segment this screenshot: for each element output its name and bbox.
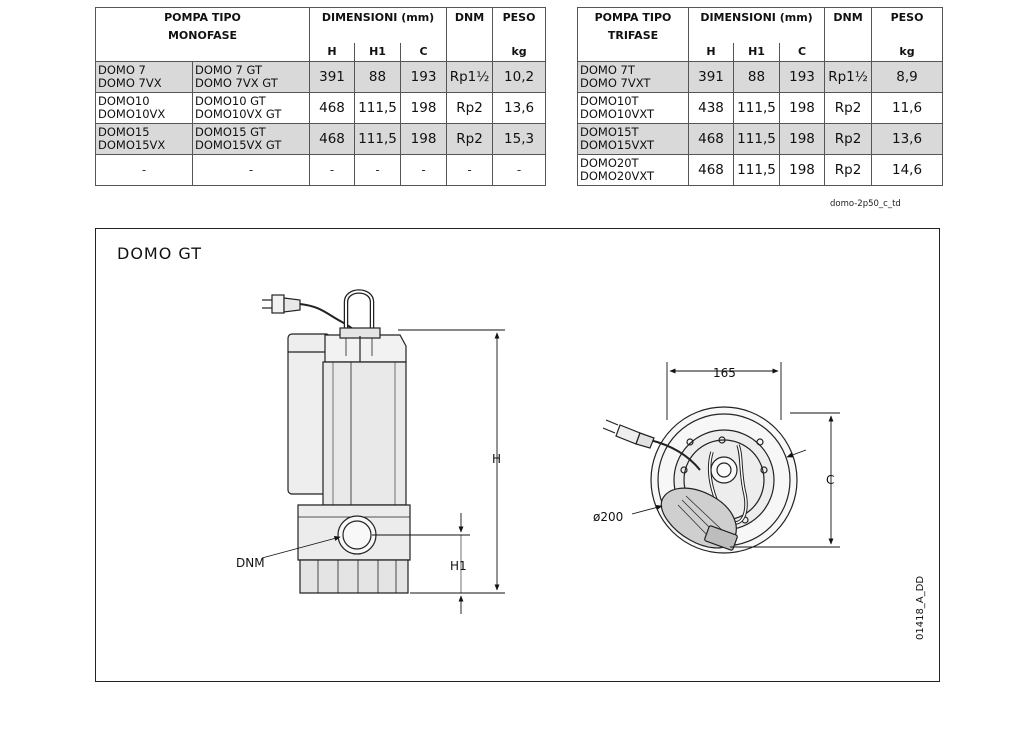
h-cell: 391: [688, 60, 734, 93]
dimensions-header: DIMENSIONI (mm): [309, 7, 448, 43]
weight-cell: -: [492, 153, 547, 186]
pump-top-view: [602, 406, 798, 554]
dnm-header: DNM: [446, 7, 494, 43]
float-switch-top: [660, 487, 738, 551]
h-cell: 468: [309, 91, 356, 124]
weight-cell: 10,2: [492, 60, 547, 93]
c-cell: 198: [400, 91, 448, 124]
pump-type-label: POMPA TIPO: [164, 11, 241, 24]
plug-icon-top: [602, 419, 655, 449]
drawing-frame: [95, 228, 940, 682]
table-row: - - - - - - -: [95, 153, 547, 186]
c-cell: 193: [400, 60, 448, 93]
weight-cell: 11,6: [871, 91, 944, 124]
side-view-dimensions: [261, 329, 505, 614]
pump-type-subheader: [577, 42, 689, 62]
weight-cell: 8,9: [871, 60, 944, 93]
h-cell: -: [309, 153, 356, 186]
h1-cell: 111,5: [733, 91, 780, 124]
single-phase-spec-table: POMPA TIPO MONOFASE DIMENSIONI (mm) DNM …: [94, 7, 547, 186]
dnm-label: DNM: [236, 556, 265, 570]
kg-column-header: kg: [871, 42, 944, 62]
h1-cell: -: [354, 153, 402, 186]
weight-cell: 13,6: [871, 122, 944, 155]
dnm-cell: Rp2: [446, 122, 494, 155]
c-cell: 193: [778, 60, 826, 93]
model-cell: -: [95, 153, 193, 186]
motor-body: [322, 361, 407, 506]
dimensions-header: DIMENSIONI (mm): [687, 7, 826, 43]
dimension-c-label: C: [826, 473, 834, 487]
dnm-cell: -: [446, 153, 494, 186]
pump-phase-label: TRIFASE: [607, 29, 659, 42]
dnm-cell: Rp2: [824, 153, 873, 186]
plug-icon: [262, 294, 355, 331]
dnm-cell: Rp1½: [824, 60, 873, 93]
h-cell: 468: [309, 122, 356, 155]
weight-cell: 14,6: [871, 153, 944, 186]
h-cell: 438: [688, 91, 734, 124]
dimension-h-label: H: [492, 452, 501, 466]
weight-header: PESO: [492, 7, 547, 43]
dnm-cell: Rp2: [824, 91, 873, 124]
h1-cell: 111,5: [354, 91, 402, 124]
h1-cell: 111,5: [733, 153, 780, 186]
c-cell: -: [400, 153, 448, 186]
h1-column-header: H1: [354, 42, 402, 62]
weight-header: PESO: [871, 7, 944, 43]
pump-type-header: POMPA TIPO TRIFASE: [577, 7, 689, 43]
model-gt-cell: -: [191, 153, 311, 186]
dimension-h1-label: H1: [450, 559, 467, 573]
dnm-cell: Rp2: [824, 122, 873, 155]
weight-cell: 15,3: [492, 122, 547, 155]
diameter-label: ø200: [593, 510, 623, 524]
dnm-cell: Rp2: [446, 91, 494, 124]
c-column-header: C: [400, 42, 448, 62]
weight-cell: 13,6: [492, 91, 547, 124]
pump-side-view: [262, 289, 411, 594]
h-cell: 468: [688, 153, 734, 186]
h-column-header: H: [309, 42, 356, 62]
pump-phase-label: MONOFASE: [167, 29, 238, 42]
c-cell: 198: [400, 122, 448, 155]
three-phase-spec-table: POMPA TIPO TRIFASE DIMENSIONI (mm) DNM P…: [577, 7, 944, 186]
h1-cell: 88: [354, 60, 402, 93]
top-view-dimensions: [631, 362, 840, 548]
drawing-title: DOMO GT: [117, 244, 202, 263]
pump-feet: [299, 559, 409, 594]
pump-type-subheader: [94, 42, 311, 62]
outlet-port: [337, 515, 377, 555]
c-column-header: C: [778, 42, 826, 62]
h1-cell: 88: [733, 60, 780, 93]
h-cell: 391: [309, 60, 356, 93]
dnm-header: DNM: [824, 7, 873, 43]
h-column-header: H: [688, 42, 734, 62]
pump-type-header: POMPA TIPO MONOFASE: [94, 7, 311, 43]
pump-type-label: POMPA TIPO: [594, 11, 672, 24]
c-cell: 198: [778, 91, 826, 124]
dimension-165-label: 165: [713, 366, 736, 380]
table-reference-code: domo-2p50_c_td: [830, 199, 901, 209]
c-cell: 198: [778, 153, 826, 186]
h1-column-header: H1: [733, 42, 780, 62]
